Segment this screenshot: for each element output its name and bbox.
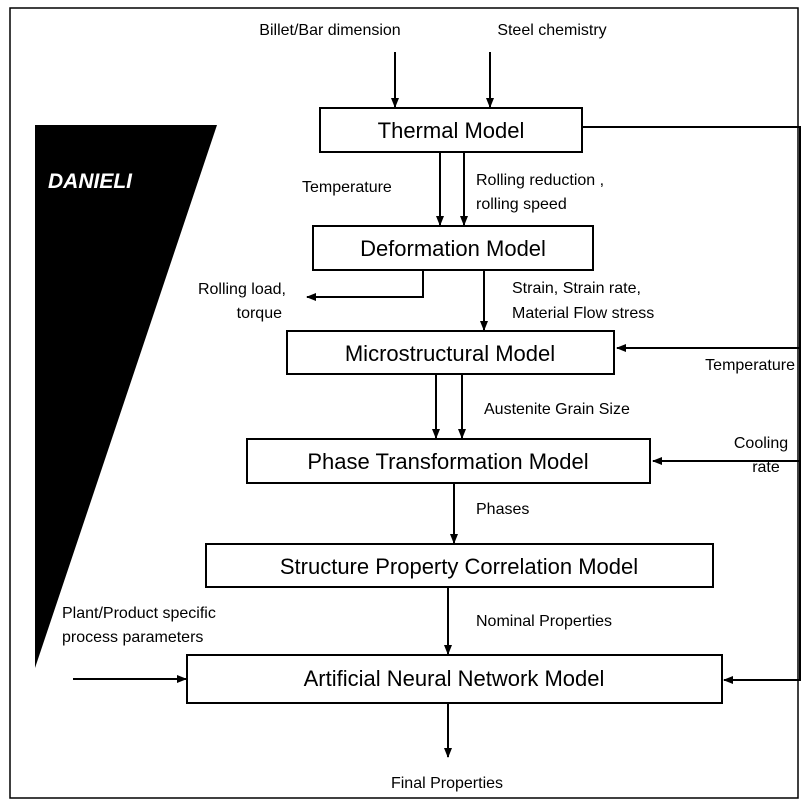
plant-params-label-2: process parameters — [62, 629, 203, 646]
microstructural-model-label: Microstructural Model — [345, 341, 555, 366]
thermal-model-box — [319, 107, 583, 153]
rolling-reduction-label-2: rolling speed — [476, 196, 567, 213]
outer-border — [9, 7, 799, 799]
temperature-label-left: Temperature — [302, 179, 392, 196]
danieli-wedge — [35, 125, 217, 668]
rolling-load-label-2: torque — [237, 305, 282, 322]
plant-params-label-1: Plant/Product specific — [62, 605, 216, 622]
final-properties-label: Final Properties — [391, 775, 503, 792]
rolling-load-label-1: Rolling load, — [198, 281, 286, 298]
austenite-grain-label: Austenite Grain Size — [484, 401, 630, 418]
billet-dimension-label: Billet/Bar dimension — [259, 22, 400, 39]
structure-model-box — [205, 543, 714, 588]
rolling-load-arrow — [306, 270, 424, 301]
steel-chemistry-label: Steel chemistry — [497, 22, 606, 39]
deformation-model-box — [312, 225, 594, 271]
nominal-properties-label: Nominal Properties — [476, 613, 612, 630]
temperature-label-right: Temperature — [705, 357, 795, 374]
strain-label-2: Material Flow stress — [512, 305, 654, 322]
thermal-model-label: Thermal Model — [378, 118, 525, 143]
strain-label-1: Strain, Strain rate, — [512, 280, 641, 297]
danieli-logo: DANIELI — [48, 170, 133, 193]
deformation-model-label: Deformation Model — [360, 236, 546, 261]
cooling-rate-label-1: Cooling — [734, 435, 788, 452]
ann-model-box — [186, 654, 723, 704]
ann-model-label: Artificial Neural Network Model — [304, 666, 605, 691]
microstructural-model-box — [286, 330, 615, 375]
thermal-feedback-line — [582, 126, 801, 684]
structure-model-label: Structure Property Correlation Model — [280, 554, 638, 579]
phase-model-label: Phase Transformation Model — [307, 449, 588, 474]
rolling-reduction-label-1: Rolling reduction , — [476, 172, 604, 189]
phase-model-box — [246, 438, 651, 484]
phases-label: Phases — [476, 501, 529, 518]
cooling-rate-label-2: rate — [752, 459, 780, 476]
